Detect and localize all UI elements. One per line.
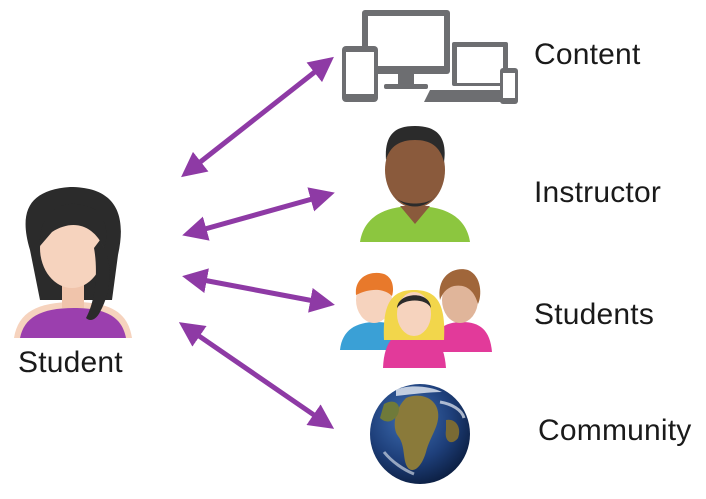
globe-icon	[370, 384, 470, 484]
instructor-icon	[360, 126, 470, 242]
arrow-student-content	[181, 56, 334, 178]
arrow-student-community	[178, 322, 335, 429]
label-students: Students	[534, 298, 655, 331]
arrow-student-instructor	[182, 187, 335, 241]
label-instructor: Instructor	[534, 176, 662, 209]
female-student-icon	[14, 187, 132, 338]
label-community: Community	[538, 414, 692, 447]
label-content: Content	[534, 38, 641, 71]
devices-icon	[342, 10, 518, 104]
connection-arrows	[178, 56, 335, 429]
student-group-icon	[340, 269, 492, 368]
label-student: Student	[18, 346, 123, 379]
arrow-student-students	[182, 268, 335, 313]
